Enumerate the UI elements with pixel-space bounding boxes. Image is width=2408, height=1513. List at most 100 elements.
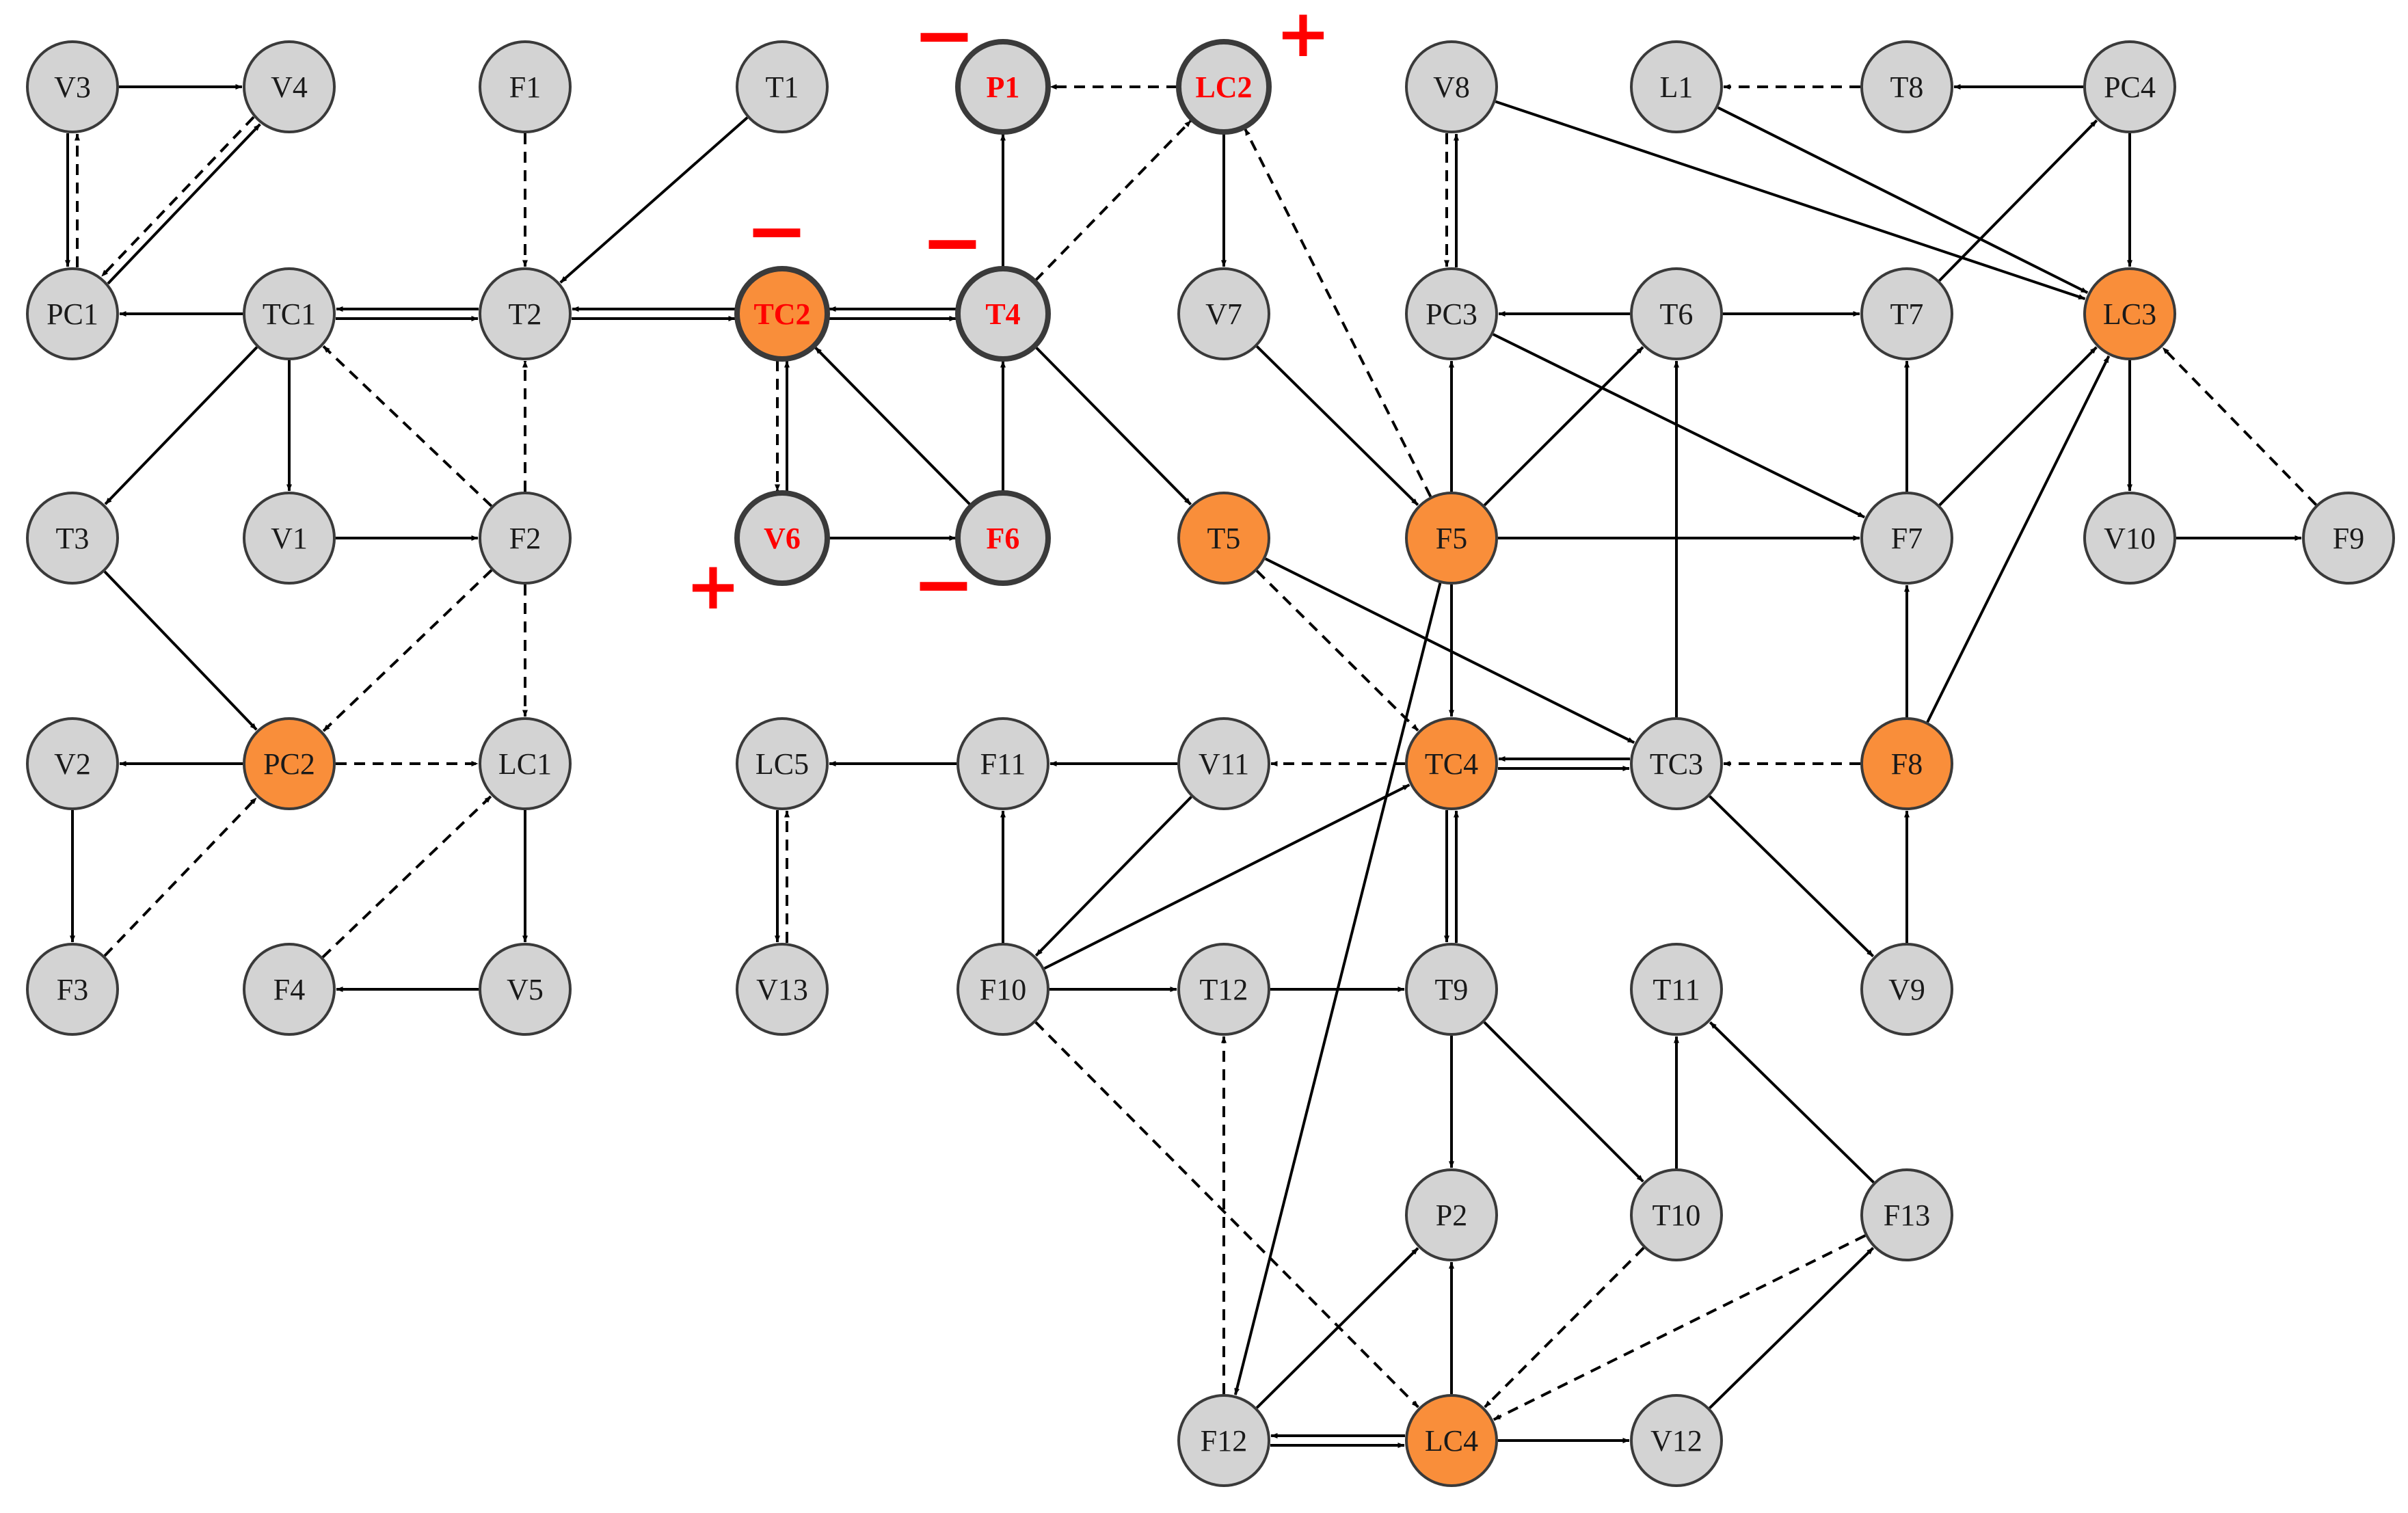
edge-v8-to-lc3 [1495, 100, 2086, 300]
node-f10: F10 [956, 943, 1049, 1036]
node-circle [26, 40, 119, 133]
sign-minus-p1: − [913, 0, 976, 79]
node-f8: F8 [1860, 717, 1953, 810]
edge-t9-to-t10 [1483, 1021, 1644, 1183]
node-label: PC2 [263, 747, 315, 781]
node-label: PC1 [46, 297, 98, 331]
node-circle [1630, 267, 1723, 360]
sign-plus-lc2: + [1276, 0, 1330, 72]
node-circle [1176, 39, 1272, 135]
node-v2: V2 [26, 717, 119, 810]
edge-f13-to-t11 [1709, 1021, 1875, 1183]
node-circle [479, 492, 572, 585]
node-label: V6 [764, 522, 801, 555]
node-t4: T4 [955, 266, 1051, 362]
node-circle [26, 717, 119, 810]
node-circle [2302, 492, 2395, 585]
node-label: TC1 [263, 297, 316, 331]
node-circle [955, 266, 1051, 362]
node-circle [26, 492, 119, 585]
node-v6: V6 [734, 490, 830, 586]
node-v3: V3 [26, 40, 119, 133]
node-circle [1405, 267, 1498, 360]
node-label: V11 [1199, 747, 1249, 781]
node-circle [479, 40, 572, 133]
node-label: V1 [271, 522, 308, 555]
node-label: PC3 [1426, 297, 1477, 331]
edge-t4-to-lc2 [1034, 120, 1192, 282]
node-tc1: TC1 [243, 267, 336, 360]
edge-f4-to-lc1 [321, 795, 492, 959]
node-l1: L1 [1630, 40, 1723, 133]
node-lc5: LC5 [736, 717, 829, 810]
node-label: F5 [1436, 522, 1467, 555]
node-circle [1630, 943, 1723, 1036]
node-circle [1177, 717, 1270, 810]
node-f9: F9 [2302, 492, 2395, 585]
node-label: T3 [56, 522, 90, 555]
edge-f5-to-t6 [1483, 346, 1644, 507]
node-f2: F2 [479, 492, 572, 585]
node-circle [243, 943, 336, 1036]
node-v10: V10 [2083, 492, 2176, 585]
node-lc1: LC1 [479, 717, 572, 810]
node-circle [1405, 717, 1498, 810]
edge-v12-to-f13 [1709, 1246, 1875, 1409]
edge-t3-to-pc2 [103, 570, 258, 731]
node-t11: T11 [1630, 943, 1723, 1036]
node-label: TC4 [1425, 747, 1478, 781]
edge-f12-to-p2 [1255, 1247, 1419, 1409]
node-label: F10 [980, 973, 1026, 1006]
node-f3: F3 [26, 943, 119, 1036]
node-label: T7 [1890, 297, 1924, 331]
node-label: V3 [54, 70, 91, 104]
node-circle [243, 492, 336, 585]
node-tc3: TC3 [1630, 717, 1723, 810]
edge-f13-to-lc4 [1493, 1234, 1866, 1421]
node-circle [1405, 1168, 1498, 1261]
node-label: P2 [1436, 1199, 1467, 1232]
node-label: F2 [509, 522, 541, 555]
edge-l1-to-lc3 [1717, 106, 2089, 294]
node-pc2: PC2 [243, 717, 336, 810]
node-circle [1630, 1168, 1723, 1261]
node-circle [243, 267, 336, 360]
edge-f7-to-lc3 [1938, 346, 2098, 507]
node-f13: F13 [1860, 1168, 1953, 1261]
node-label: V4 [271, 70, 308, 104]
node-circle [1860, 943, 1953, 1036]
node-circle [2083, 40, 2176, 133]
node-t9: T9 [1405, 943, 1498, 1036]
node-circle [243, 717, 336, 810]
node-v11: V11 [1177, 717, 1270, 810]
node-circle [955, 39, 1051, 135]
node-label: T8 [1890, 70, 1924, 104]
node-pc1: PC1 [26, 267, 119, 360]
edge-t4-to-t5 [1034, 346, 1192, 506]
node-circle [956, 943, 1049, 1036]
node-label: T5 [1207, 522, 1241, 555]
edge-t5-to-tc3 [1265, 557, 1635, 744]
node-t7: T7 [1860, 267, 1953, 360]
node-label: TC2 [753, 297, 810, 331]
node-circle [1405, 943, 1498, 1036]
sign-minus-tc2: − [745, 187, 808, 274]
node-label: F8 [1891, 747, 1923, 781]
node-circle [1860, 717, 1953, 810]
node-f1: F1 [479, 40, 572, 133]
node-circle [1630, 40, 1723, 133]
node-circle [479, 267, 572, 360]
node-v9: V9 [1860, 943, 1953, 1036]
node-pc3: PC3 [1405, 267, 1498, 360]
node-t3: T3 [26, 492, 119, 585]
node-label: V5 [507, 973, 544, 1006]
node-circle [1177, 492, 1270, 585]
edge-pc3-to-f7 [1493, 333, 1865, 519]
edge-f2-to-tc1 [322, 345, 493, 507]
node-label: T12 [1200, 973, 1248, 1006]
node-label: T1 [766, 70, 799, 104]
node-circle [1860, 267, 1953, 360]
edge-f10-to-lc4 [1034, 1021, 1419, 1408]
node-circle [1177, 1394, 1270, 1487]
node-p2: P2 [1405, 1168, 1498, 1261]
